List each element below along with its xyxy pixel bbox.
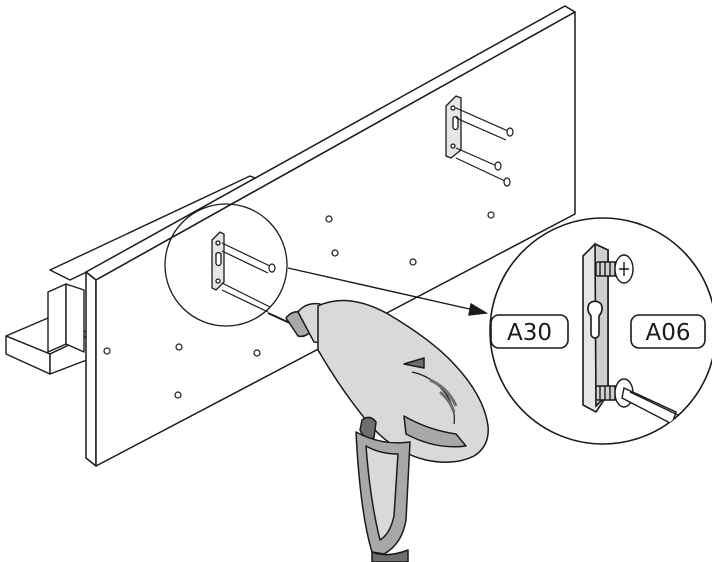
cordless-drill-icon: [267, 299, 489, 562]
keyhole-bracket-icon: [582, 242, 609, 414]
part-label-a06-text: A06: [645, 320, 690, 346]
detail-zoom: [489, 217, 712, 445]
screws-upper-right: [455, 107, 514, 187]
panel-screw-holes: [103, 211, 495, 399]
callout-circle-source: [164, 203, 288, 327]
part-label-a30: A30: [490, 314, 569, 349]
screw-icon: [595, 254, 634, 284]
bracket-lower-left: [211, 231, 225, 291]
bracket-upper-right: [445, 95, 462, 159]
callout-arrow: [287, 267, 489, 316]
screws-lower-left: [221, 242, 276, 313]
part-label-a30-text: A30: [507, 320, 552, 346]
wall-panel: [85, 5, 576, 467]
part-label-a06: A06: [630, 314, 706, 349]
